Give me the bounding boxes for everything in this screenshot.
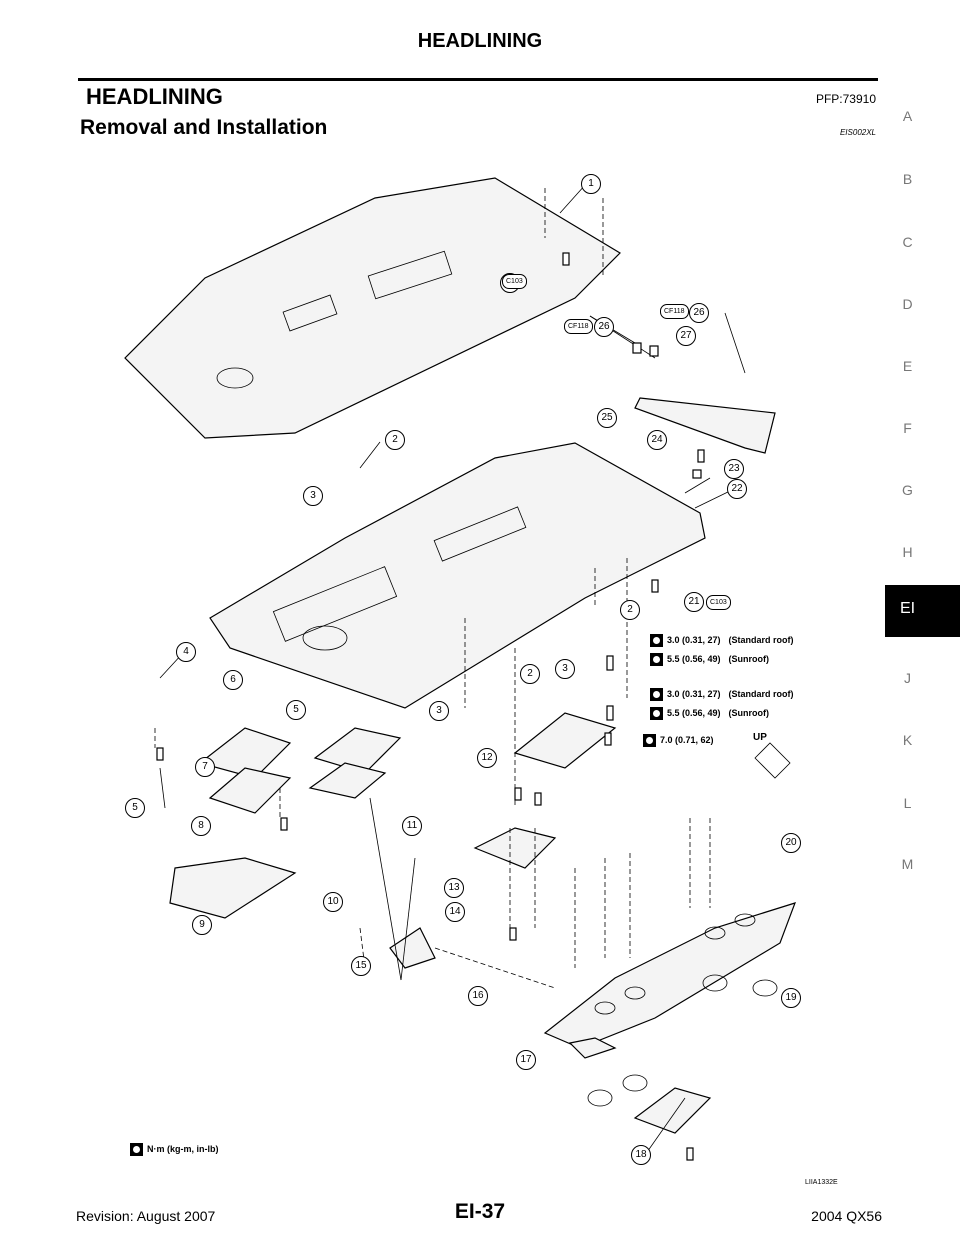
torque-units-legend: N·m (kg-m, in-lb) <box>130 1143 219 1156</box>
callout-part-2: 2 <box>385 430 405 450</box>
callout-part-1: 1 <box>581 174 601 194</box>
exploded-diagram: 1 2 2 2 3 3 3 4 5 5 6 7 8 9 10 11 12 13 … <box>115 168 845 1198</box>
connector-label: CF118 <box>564 319 593 334</box>
connector-label: CF118 <box>660 304 689 319</box>
callout-part-24: 24 <box>647 430 667 450</box>
callout-part-10: 10 <box>323 892 343 912</box>
torque-value: 3.0 (0.31, 27) <box>667 688 721 699</box>
diagram-drawing <box>124 177 796 1161</box>
section-title: HEADLINING <box>86 84 223 109</box>
side-letter-f[interactable]: F <box>903 420 912 436</box>
page-header-title: HEADLINING <box>417 30 543 52</box>
torque-value: 5.5 (0.56, 49) <box>667 707 721 718</box>
callout-part-26: 26 <box>594 317 614 337</box>
torque-spec: 3.0 (0.31, 27) (Standard roof) <box>650 688 794 702</box>
side-letter-j[interactable]: J <box>904 670 911 686</box>
side-letter-h[interactable]: H <box>902 544 913 560</box>
side-letter-b[interactable]: B <box>902 171 913 187</box>
callout-part-22: 22 <box>727 479 747 499</box>
subsection-heading: Removal and Installation EIS002XL <box>80 116 876 144</box>
callout-part-21: 21 <box>684 592 704 612</box>
torque-note: (Sunroof) <box>728 707 770 718</box>
torque-spec: 5.5 (0.56, 49) (Sunroof) <box>650 707 769 721</box>
callout-part-8: 8 <box>191 816 211 836</box>
torque-wrench-icon <box>130 1143 143 1156</box>
callout-part-2: 2 <box>620 600 640 620</box>
torque-wrench-icon <box>643 734 656 747</box>
callout-part-11: 11 <box>402 816 422 836</box>
side-letter-k[interactable]: K <box>902 732 913 748</box>
subsection-code: EIS002XL <box>839 128 876 137</box>
side-tab-active[interactable]: EI <box>885 585 960 637</box>
callout-part-15: 15 <box>351 956 371 976</box>
callout-part-3: 3 <box>303 486 323 506</box>
torque-wrench-icon <box>650 634 663 647</box>
footer-page-number: EI-37 <box>454 1200 506 1223</box>
callout-part-18: 18 <box>631 1145 651 1165</box>
callout-part-17: 17 <box>516 1050 536 1070</box>
callout-part-27: 27 <box>676 326 696 346</box>
side-letter-a[interactable]: A <box>902 108 913 124</box>
footer-model: 2004 QX56 <box>811 1208 882 1224</box>
up-direction-label: UP <box>753 732 767 743</box>
torque-value: 7.0 (0.71, 62) <box>660 734 714 745</box>
callout-part-3: 3 <box>429 701 449 721</box>
callout-part-25: 25 <box>597 408 617 428</box>
section-code: PFP:73910 <box>815 92 876 106</box>
side-letter-e[interactable]: E <box>902 358 913 374</box>
section-heading: HEADLINING PFP:73910 <box>86 84 876 112</box>
callout-part-26: 26 <box>689 303 709 323</box>
subsection-title: Removal and Installation <box>80 116 328 139</box>
side-letter-c[interactable]: C <box>902 234 913 250</box>
callout-part-5: 5 <box>286 700 306 720</box>
callout-part-14: 14 <box>445 902 465 922</box>
side-letter-d[interactable]: D <box>902 296 913 312</box>
torque-note: (Standard roof) <box>728 634 794 645</box>
torque-wrench-icon <box>650 653 663 666</box>
callout-part-19: 19 <box>781 988 801 1008</box>
torque-value: 3.0 (0.31, 27) <box>667 634 721 645</box>
torque-note: (Standard roof) <box>728 688 794 699</box>
footer-revision: Revision: August 2007 <box>76 1208 216 1224</box>
connector-label: C103 <box>502 274 527 289</box>
callout-part-20: 20 <box>781 833 801 853</box>
side-letter-m[interactable]: M <box>901 856 914 872</box>
figure-id: LIIA1332E <box>805 1179 838 1186</box>
callout-part-16: 16 <box>468 986 488 1006</box>
torque-value: 5.5 (0.56, 49) <box>667 653 721 664</box>
torque-note: (Sunroof) <box>728 653 770 664</box>
callout-part-5: 5 <box>125 798 145 818</box>
callout-part-3: 3 <box>555 659 575 679</box>
torque-spec: 3.0 (0.31, 27) (Standard roof) <box>650 634 794 648</box>
side-tab-label: EI <box>899 600 916 617</box>
torque-wrench-icon <box>650 688 663 701</box>
torque-spec: 5.5 (0.56, 49) (Sunroof) <box>650 653 769 667</box>
header-rule <box>78 78 878 81</box>
callout-part-4: 4 <box>176 642 196 662</box>
connector-label: C103 <box>706 595 731 610</box>
torque-wrench-icon <box>650 707 663 720</box>
callout-part-2: 2 <box>520 664 540 684</box>
torque-spec: 7.0 (0.71, 62) <box>643 734 714 748</box>
callout-part-7: 7 <box>195 757 215 777</box>
callout-part-12: 12 <box>477 748 497 768</box>
callout-part-6: 6 <box>223 670 243 690</box>
side-letter-g[interactable]: G <box>902 482 913 498</box>
callout-part-9: 9 <box>192 915 212 935</box>
side-letter-l[interactable]: L <box>903 795 912 811</box>
legend-text: N·m (kg-m, in-lb) <box>147 1143 219 1154</box>
callout-part-13: 13 <box>444 878 464 898</box>
callout-part-23: 23 <box>724 459 744 479</box>
